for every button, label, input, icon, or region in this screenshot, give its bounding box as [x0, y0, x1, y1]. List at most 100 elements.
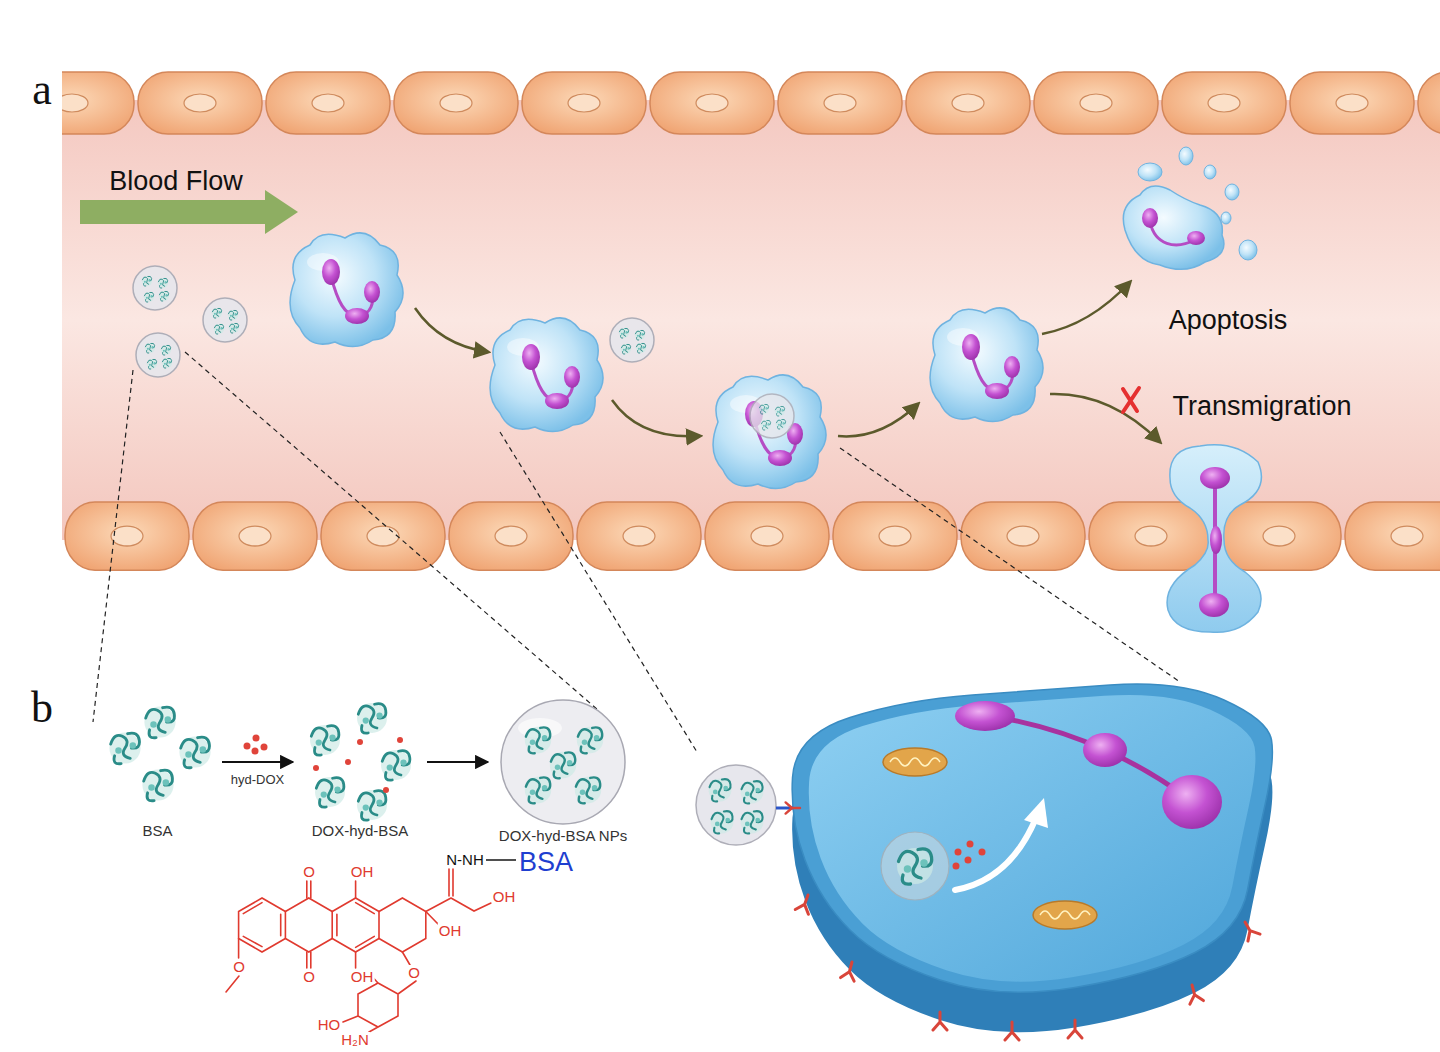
outcome-label-box: Transmigration [1172, 393, 1351, 420]
transmigrating-cell [1200, 467, 1230, 489]
endothelium-bottom [961, 502, 1085, 570]
conjugate-protein [313, 765, 319, 771]
panel-letter-box: a [32, 68, 52, 112]
drug-molecule [244, 743, 251, 750]
internalized-nanoparticle [953, 863, 960, 870]
endothelium-top [1034, 72, 1158, 134]
zoom-leader [840, 448, 1180, 682]
internalized-nanoparticle [881, 832, 949, 900]
illustration [750, 394, 794, 438]
internalized-nanoparticle [1024, 798, 1048, 828]
atom-label-box: O [302, 969, 316, 985]
atom-label: OH [350, 864, 375, 879]
endothelium-top [1162, 72, 1286, 134]
drug-molecule [252, 748, 259, 755]
progression-arrow [612, 400, 700, 436]
protein-label: BSA [518, 849, 574, 876]
illustration [203, 298, 247, 342]
nucleus [955, 701, 1015, 731]
outcome-label-box: Apoptosis [1169, 307, 1288, 334]
block-cross [1123, 388, 1139, 412]
atom-label: H₂N [340, 1032, 370, 1047]
apoptotic-cell [1225, 184, 1239, 200]
atom-label: OH [350, 969, 375, 984]
atom-label-box: OH [492, 889, 517, 905]
bsa-protein [109, 706, 210, 800]
flow-label: Blood Flow [109, 168, 243, 195]
endothelium-top [62, 72, 134, 134]
node-text: DOX-hyd-BSA NPs [499, 827, 627, 845]
binding-nanoparticle [711, 811, 734, 834]
target-cell [696, 684, 1272, 1040]
endothelium-bottom [833, 502, 957, 570]
conjugate-protein [357, 703, 387, 733]
apoptotic-cell [1239, 240, 1257, 260]
conjugate-item: DOX-hyd-BSA [295, 690, 425, 840]
conjugate-protein [397, 737, 403, 743]
endothelium-bottom [1345, 502, 1440, 570]
chemical-structure [426, 869, 491, 912]
internalized-nanoparticle [979, 849, 986, 856]
receptor-row [933, 1012, 947, 1030]
cytoplasm [809, 695, 1256, 982]
panel-letter-box: b [31, 686, 53, 730]
endothelium-top [1418, 72, 1440, 134]
large-nanoparticle [550, 752, 576, 779]
node-text: DOX-hyd-BSA [312, 822, 409, 840]
illustration [290, 233, 403, 347]
internalized-nanoparticle [953, 841, 986, 870]
internalized-nanoparticle [965, 857, 972, 864]
zoom-leader [93, 370, 133, 722]
zoom-leader [500, 432, 697, 752]
progression-arrow [415, 308, 488, 352]
receptor-row [841, 960, 859, 981]
nucleus [1162, 775, 1222, 829]
nucleus [1083, 733, 1127, 767]
apoptotic-cell [1123, 147, 1257, 269]
bond-line [486, 859, 516, 861]
nucleus [985, 715, 1190, 800]
nucleus [955, 701, 1222, 829]
mitochondrion [1040, 911, 1090, 919]
apoptotic-cell [1221, 212, 1231, 224]
endothelium-top [522, 72, 646, 134]
endothelium-bottom [321, 502, 445, 570]
endothelium-top [138, 72, 262, 134]
atom-label-box: HO [317, 1017, 342, 1033]
endothelium-top [650, 72, 774, 134]
large-nanoparticle [575, 777, 601, 804]
edge-label-box: hyd-DOX [229, 770, 286, 788]
nanoparticle-item: DOX-hyd-BSA NPs [490, 695, 636, 845]
atom-label-box: O [232, 959, 246, 975]
protein-item: BSA [95, 695, 220, 840]
endothelium-bottom [577, 502, 701, 570]
illustration [136, 333, 180, 377]
internalized-nanoparticle [897, 848, 933, 884]
atom-label-box: OH [350, 969, 375, 985]
large-nanoparticle [525, 777, 551, 804]
endothelium-bottom [1217, 502, 1341, 570]
bsa-protein [144, 706, 175, 737]
progression-arrow [838, 404, 918, 436]
atom-label-box: O [407, 965, 421, 981]
atom-label-box: N-NH [445, 852, 485, 868]
endothelium-top [1290, 72, 1414, 134]
protein-label-box: BSA [518, 849, 574, 876]
panel-letter: b [31, 686, 53, 730]
atom-label-box: O [302, 864, 316, 880]
mitochondrion [883, 748, 947, 776]
receptor-row [1239, 919, 1260, 942]
apoptotic-cell [1179, 147, 1193, 165]
internalized-nanoparticle [881, 798, 1048, 900]
atom-label: O [302, 864, 316, 879]
endothelium-top [394, 72, 518, 134]
receptor-row [795, 893, 814, 915]
atom-label-box: OH [350, 864, 375, 880]
large-nanoparticle [525, 727, 551, 754]
binding-nanoparticle [696, 765, 776, 845]
chemical-structure [307, 881, 311, 968]
binding-nanoparticle [709, 779, 732, 802]
atom-label: OH [438, 923, 463, 938]
conjugate-protein [310, 725, 340, 755]
